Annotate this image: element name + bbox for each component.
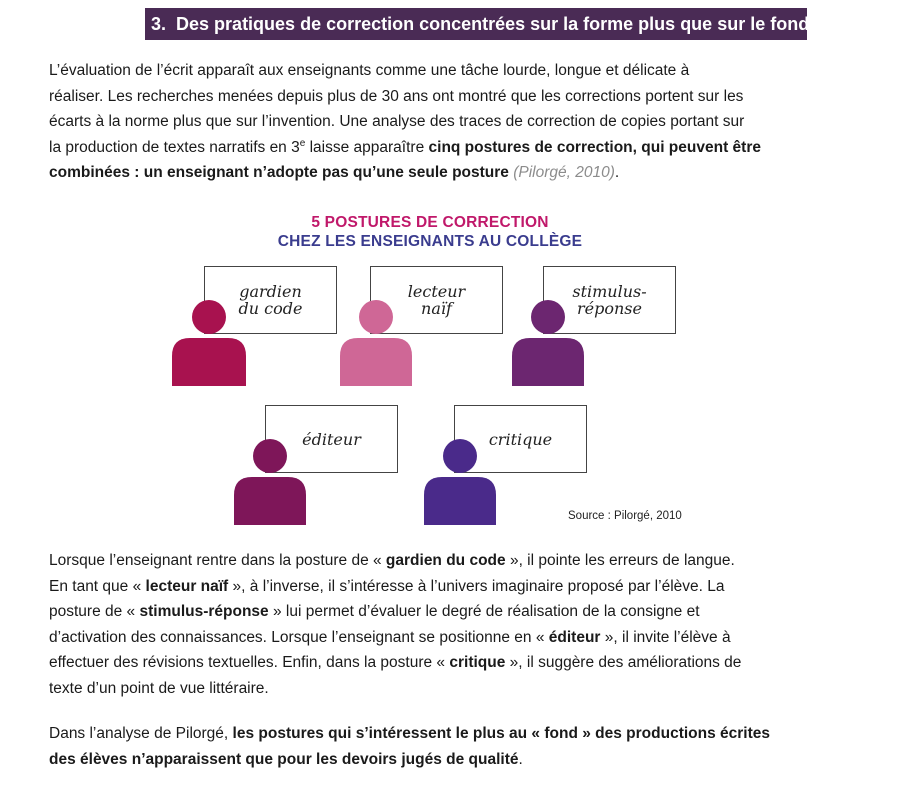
person-icon [512, 300, 584, 386]
intro-text: . [614, 164, 620, 181]
text: d’activation des connaissances. Lorsque … [49, 628, 549, 646]
text-line: posture de « stimulus-réponse » lui perm… [49, 599, 805, 625]
section-title: Des pratiques de correction concentrées … [176, 14, 807, 34]
intro-line-5: combinées : un enseignant n’adopte pas q… [49, 160, 805, 186]
section-number: 3. [151, 14, 167, 34]
person-icon [340, 300, 412, 386]
bold-text: les postures qui s’intéressent le plus a… [232, 725, 771, 742]
bold-term: critique [449, 654, 506, 671]
text: En tant que « [49, 577, 146, 595]
intro-bold: combinées : un enseignant n’adopte pas q… [49, 164, 509, 181]
conclusion-paragraph: Dans l’analyse de Pilorgé, les postures … [49, 721, 805, 772]
bold-term: gardien du code [385, 552, 506, 569]
text: », à l’inverse, il s’intéresse à l’unive… [228, 577, 725, 595]
text-line: Lorsque l’enseignant rentre dans la post… [49, 548, 805, 574]
section-header: 3. Des pratiques de correction concentré… [145, 8, 807, 40]
posture-stimulus-reponse: stimulus-réponse [512, 266, 682, 386]
text: » lui permet d’évaluer le degré de réali… [268, 603, 700, 620]
text: Lorsque l’enseignant rentre dans la post… [49, 552, 386, 569]
bold-text: des élèves n’apparaissent que pour les d… [49, 750, 519, 768]
text-line: En tant que « lecteur naïf », à l’invers… [49, 574, 805, 600]
text-line: Dans l’analyse de Pilorgé, les postures … [49, 721, 805, 747]
person-icon [172, 300, 246, 386]
posture-label: du code [238, 299, 303, 318]
posture-critique: critique [424, 405, 594, 525]
person-icon [424, 439, 496, 525]
text: . [518, 750, 523, 768]
postures-infographic: 5 POSTURES DE CORRECTION CHEZ LES ENSEIG… [0, 210, 900, 530]
speech-bubble: stimulus-réponse [543, 266, 676, 334]
citation: (Pilorgé, 2010) [513, 164, 615, 181]
posture-editeur: éditeur [234, 405, 404, 525]
postures-paragraph: Lorsque l’enseignant rentre dans la post… [49, 548, 805, 701]
intro-line: réaliser. Les recherches menées depuis p… [49, 87, 744, 105]
intro-bold: cinq postures de correction, qui peuvent… [428, 138, 761, 156]
posture-label: stimulus- [572, 282, 647, 301]
text: », il invite l’élève à [600, 628, 731, 646]
intro-line: L’évaluation de l’écrit apparaît aux ens… [49, 62, 690, 79]
text: effectuer des révisions textuelles. Enfi… [49, 654, 450, 671]
text-line: des élèves n’apparaissent que pour les d… [49, 747, 805, 773]
text: posture de « [49, 603, 140, 620]
text: », il pointe les erreurs de langue. [505, 552, 735, 569]
text-line: effectuer des révisions textuelles. Enfi… [49, 650, 805, 676]
posture-label: réponse [577, 299, 642, 318]
posture-label: critique [488, 429, 553, 449]
intro-paragraph: L’évaluation de l’écrit apparaît aux ens… [49, 58, 805, 186]
figure-source: Source : Pilorgé, 2010 [568, 510, 682, 522]
posture-label: gardien [239, 282, 302, 301]
text-line: d’activation des connaissances. Lorsque … [49, 625, 805, 651]
person-icon [234, 439, 306, 525]
superscript: e [299, 137, 306, 149]
posture-label: éditeur [302, 429, 361, 449]
posture-label: lecteur [407, 282, 466, 301]
intro-text: laisse apparaître [305, 138, 429, 156]
text-line: texte d’un point de vue littéraire. [49, 679, 269, 697]
speech-bubble: éditeur [265, 405, 398, 473]
bold-term: lecteur naïf [145, 577, 229, 595]
bold-term: éditeur [548, 628, 601, 646]
figure-title-line-2: CHEZ LES ENSEIGNANTS AU COLLÈGE [277, 233, 583, 250]
text: Dans l’analyse de Pilorgé, [49, 725, 233, 742]
speech-bubble: critique [454, 405, 587, 473]
intro-text: la production de textes narratifs en 3 [49, 138, 300, 156]
intro-line: écarts à la norme plus que sur l’inventi… [49, 113, 745, 130]
figure-title-line-1: 5 POSTURES DE CORRECTION [311, 214, 549, 231]
bold-term: stimulus-réponse [139, 603, 269, 620]
intro-line-4: la production de textes narratifs en 3e … [49, 135, 805, 161]
posture-label: naïf [421, 299, 452, 318]
text: », il suggère des améliorations de [505, 654, 742, 671]
